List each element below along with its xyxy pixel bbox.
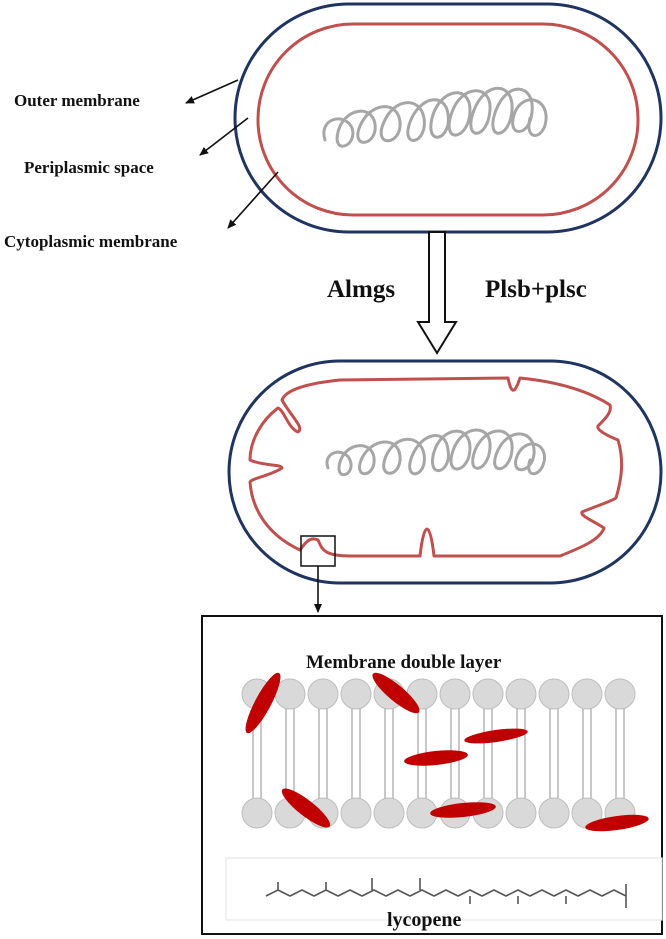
dna-bottom (325, 428, 546, 476)
lycopene-molecules (245, 672, 649, 832)
lycopene-4 (404, 750, 468, 766)
arrow-cytoplasmic-membrane (227, 171, 279, 229)
cell-bottom (227, 359, 663, 585)
lycopene-7 (585, 814, 649, 832)
label-periplasmic-space: Periplasmic space (24, 158, 154, 177)
cytoplasmic-membrane-top (256, 22, 640, 217)
arrow-periplasmic-space (199, 117, 249, 156)
outer-membrane-bottom (227, 359, 663, 585)
dna-top (322, 86, 548, 148)
lipid-heads-bottom (241, 797, 636, 829)
process-arrow (416, 231, 458, 355)
label-outer-membrane: Outer membrane (14, 91, 140, 110)
outer-membrane-top (233, 2, 663, 234)
lycopene-2 (372, 672, 420, 714)
cell-top (233, 2, 663, 234)
lycopene-6 (430, 802, 496, 818)
label-almgs: Almgs (327, 276, 395, 303)
label-cytoplasmic-membrane: Cytoplasmic membrane (4, 232, 178, 251)
label-plsb-plsc: Plsb+plsc (485, 276, 587, 303)
cytoplasmic-membrane-bottom (248, 376, 624, 558)
lycopene-structure (265, 878, 627, 908)
inset-title: Membrane double layer (306, 652, 502, 673)
lycopene-3 (464, 728, 528, 744)
label-lycopene: lycopene (387, 909, 462, 931)
lycopene-5 (281, 788, 331, 828)
structure-strip (225, 857, 663, 921)
arrow-outer-membrane (185, 79, 239, 104)
lycopene-1 (245, 672, 281, 734)
